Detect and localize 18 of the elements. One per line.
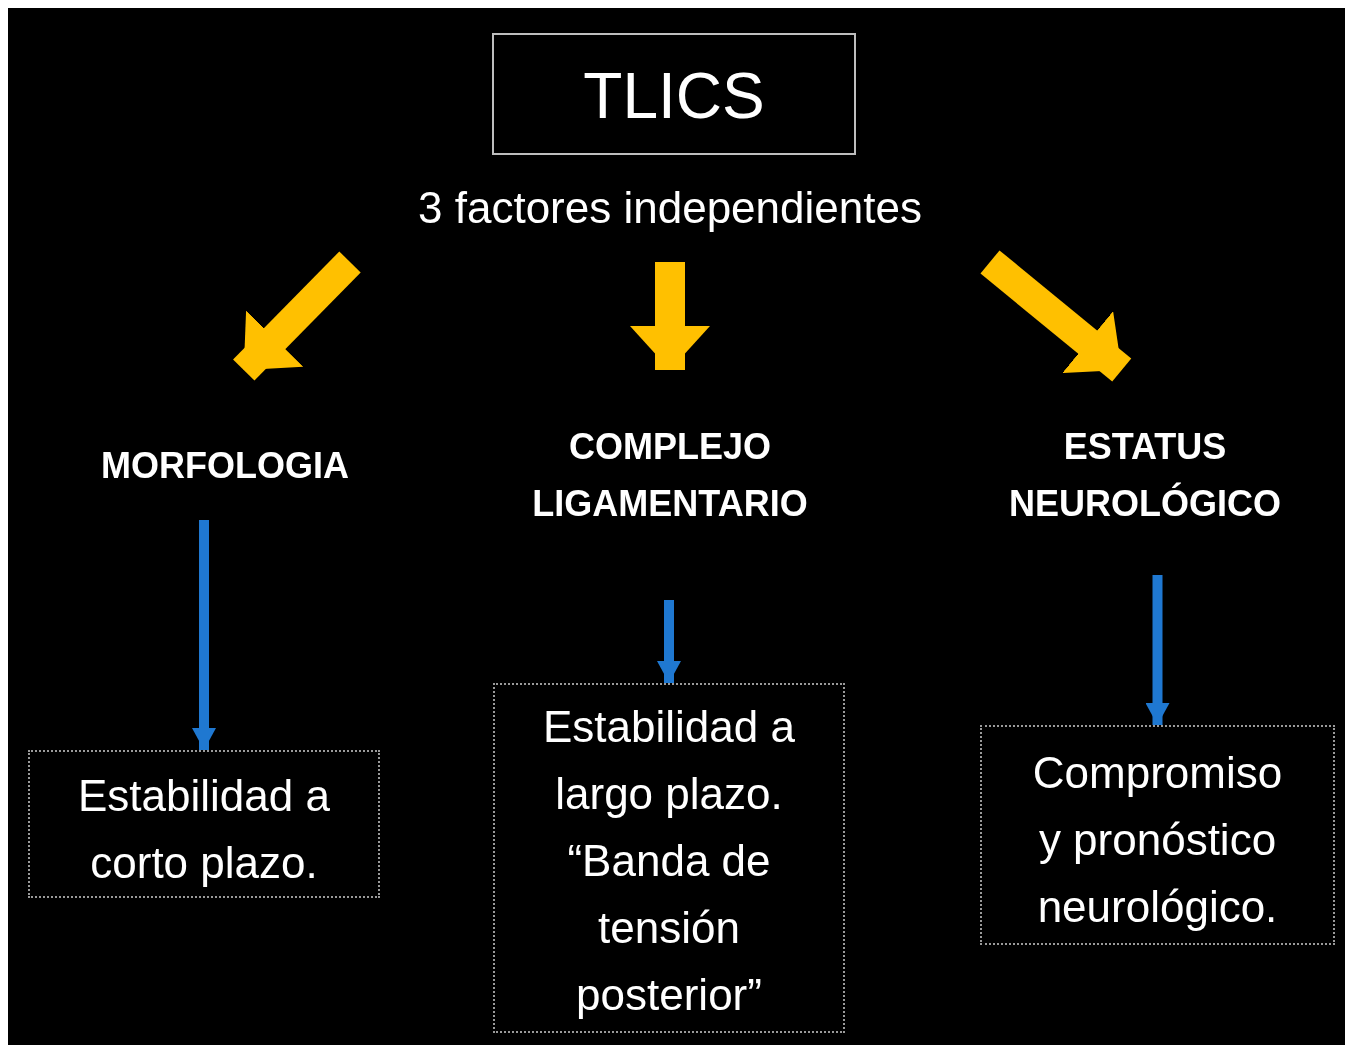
category-heading: MORFOLOGIA — [101, 444, 349, 488]
arrow — [1145, 575, 1170, 725]
arrow — [630, 262, 710, 370]
arrow — [657, 600, 681, 683]
category-heading: COMPLEJO LIGAMENTARIO — [531, 425, 809, 526]
arrow — [233, 251, 361, 381]
category-heading: ESTATUS NEUROLÓGICO — [1008, 425, 1282, 526]
description-text: Compromiso y pronóstico neurológico. — [1031, 747, 1284, 933]
description-text: Estabilidad a corto plazo. — [77, 770, 331, 889]
description-text: Estabilidad a largo plazo. “Banda de tensión posterior” — [542, 701, 796, 1021]
arrow — [192, 520, 216, 750]
title-text: TLICS — [582, 59, 766, 134]
description-box — [493, 683, 845, 1033]
description-box — [980, 725, 1335, 945]
subtitle-text: 3 factores independientes — [418, 182, 922, 234]
arrow — [980, 250, 1132, 382]
description-box — [28, 750, 380, 898]
title-box — [492, 33, 856, 155]
